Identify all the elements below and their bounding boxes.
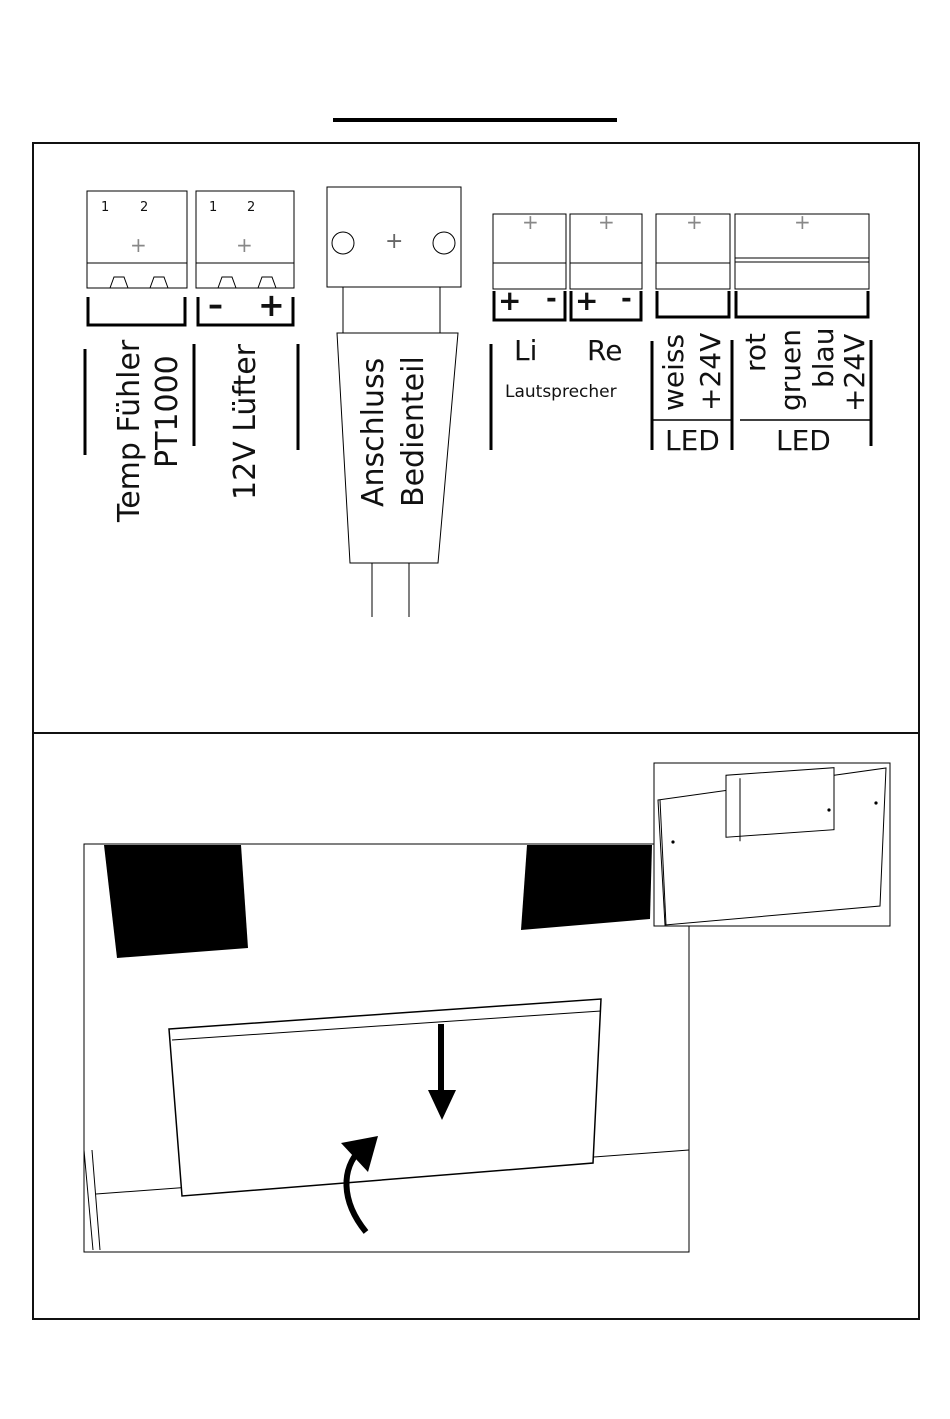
inset-mount-box (726, 768, 834, 838)
mount-block-left (104, 845, 248, 958)
mounted-panel (169, 999, 601, 1196)
mount-block-right (521, 845, 652, 930)
